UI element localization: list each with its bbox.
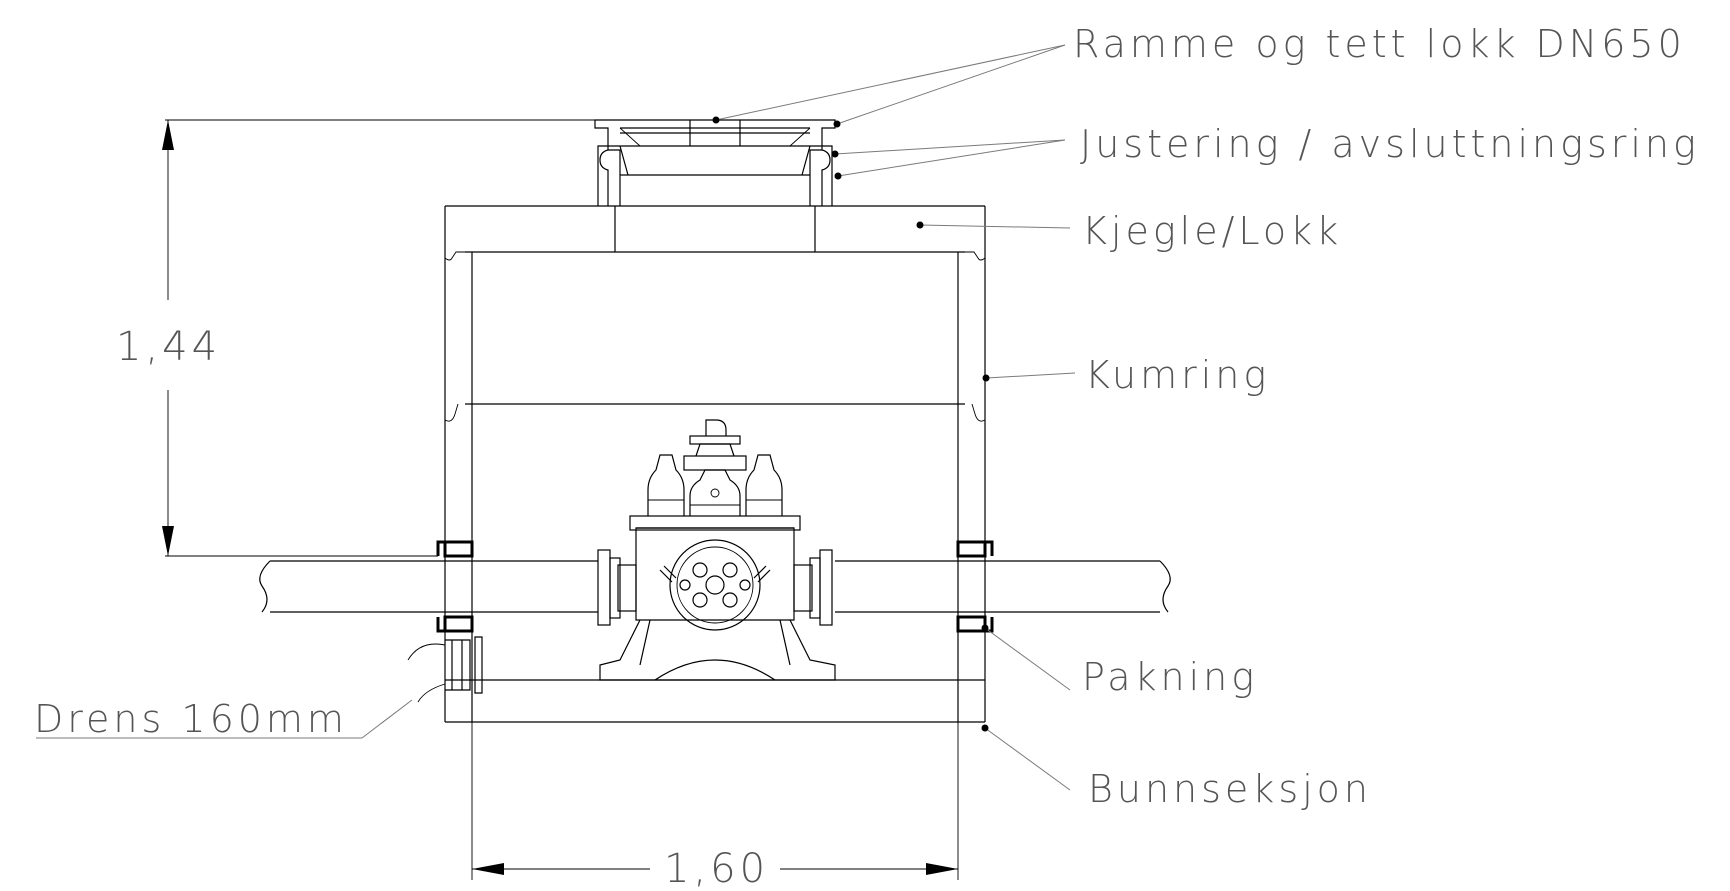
label-ring: Kumring — [1085, 353, 1270, 397]
valve-assembly — [597, 419, 836, 681]
label-drain: Drens 160mm — [34, 697, 348, 741]
leader-lines — [36, 44, 1076, 791]
label-adjustment-ring: Justering / avsluttningsring — [1080, 122, 1700, 166]
pipe — [259, 540, 1171, 633]
dimension-width-value: 1,60 — [664, 846, 769, 891]
label-cone-lid: Kjegle/Lokk — [1082, 209, 1342, 253]
frame-and-lid — [594, 119, 836, 176]
dimension-width — [471, 722, 959, 880]
adjustment-rings — [597, 145, 833, 252]
label-gasket: Pakning — [1082, 655, 1258, 699]
label-bottom-section: Bunnseksjon — [1088, 767, 1372, 811]
dimension-height — [162, 119, 595, 557]
dimension-height-value: 1,44 — [116, 324, 221, 370]
manhole-body — [444, 205, 986, 723]
label-frame-lid: Ramme og tett lokk DN650 — [1073, 22, 1686, 66]
drain-pipe — [407, 636, 483, 703]
